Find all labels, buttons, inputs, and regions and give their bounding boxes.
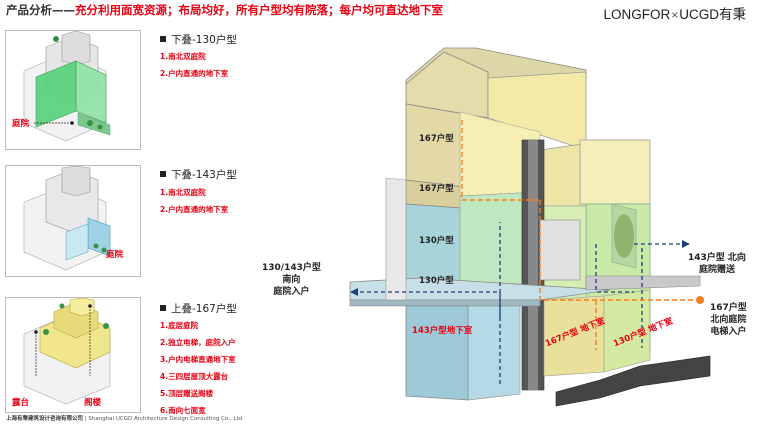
type-title-text: 下叠-130户型 — [171, 34, 237, 46]
type-title-130: 下叠-130户型 — [160, 32, 237, 47]
thumb-130: 庭院 — [5, 30, 141, 150]
floor-label-130-a: 130户型 — [419, 236, 454, 246]
note-right-top-line1: 143户型 北向 — [688, 253, 746, 263]
note-right-top-line2: 庭院赠送 — [698, 265, 735, 275]
thumb-tag-terrace: 露台 — [12, 398, 30, 408]
type-title-143: 下叠-143户型 — [160, 167, 237, 182]
floor-label-167-a: 167户型 — [419, 134, 454, 144]
feature-130-1: 1.南北双庭院 — [160, 52, 206, 61]
note-left-line3: 庭院入户 — [273, 287, 310, 297]
feature-167-6: 6.南向七面宽 — [160, 406, 206, 415]
feature-130-2: 2.户内直通的地下室 — [160, 69, 229, 78]
note-left: 130/143户型 南向 庭院入户 — [262, 262, 321, 298]
note-left-line1: 130/143户型 — [262, 263, 321, 273]
bullet-square-icon — [160, 305, 166, 311]
logo-longfor: LONGFOR — [603, 7, 671, 22]
title-prefix: 产品分析—— — [6, 3, 75, 17]
thumb-143: 庭院 — [5, 165, 141, 277]
note-left-line2: 南向 — [282, 275, 301, 285]
floor-label-167-b: 167户型 — [419, 184, 454, 194]
feature-167-3: 3.户内电梯直通地下室 — [160, 355, 236, 364]
feature-167-1: 1.底层庭院 — [160, 321, 199, 330]
brand-logo: LONGFOR×UCGD有秉 — [603, 3, 746, 23]
title-highlight: 充分利用面宽资源；布局均好，所有户型均有院落；每户均可直达地下室 — [75, 3, 443, 17]
note-right-bottom-line1: 167户型 — [710, 303, 747, 313]
thumb-tag-attic: 阁楼 — [84, 398, 102, 408]
bullet-square-icon — [160, 36, 166, 42]
note-right-bottom: 167户型 北向庭院 电梯入户 — [710, 302, 747, 338]
type-title-167: 上叠-167户型 — [160, 301, 237, 316]
footer: 上海有秉建筑设计咨询有限公司 | Shanghai UCGD Architect… — [6, 414, 244, 422]
bullet-square-icon — [160, 171, 166, 177]
note-right-bottom-line3: 电梯入户 — [710, 327, 747, 337]
feature-143-2: 2.户内直通的地下室 — [160, 205, 229, 214]
logo-ucgd: UCGD有秉 — [679, 7, 746, 22]
footer-separator: | — [84, 416, 87, 422]
thumb-tag-courtyard-1: 庭院 — [12, 119, 30, 129]
floor-label-130-b: 130户型 — [419, 276, 454, 286]
thumb-tag-courtyard-2: 庭院 — [106, 250, 124, 260]
thumb-130-drawing — [23, 30, 111, 142]
feature-167-4: 4.三四层屋顶大露台 — [160, 372, 229, 381]
footer-company: 上海有秉建筑设计咨询有限公司 — [6, 416, 84, 422]
basement-label-143: 143户型地下室 — [412, 326, 473, 336]
thumb-143-drawing — [23, 165, 111, 271]
section-diagram — [349, 47, 711, 407]
feature-167-2: 2.独立电梯，庭院入户 — [160, 338, 236, 347]
logo-separator: × — [671, 8, 679, 22]
note-right-top: 143户型 北向 庭院赠送 — [688, 252, 746, 276]
thumb-167-drawing — [23, 297, 111, 405]
type-title-text: 下叠-143户型 — [171, 169, 237, 181]
note-right-bottom-line2: 北向庭院 — [710, 315, 747, 325]
feature-167-5: 5.顶层赠送阁楼 — [160, 389, 214, 398]
feature-143-1: 1.南北双庭院 — [160, 188, 206, 197]
page-title: 产品分析——充分利用面宽资源；布局均好，所有户型均有院落；每户均可直达地下室 — [6, 2, 443, 18]
thumb-167: 露台 阁楼 — [5, 297, 141, 413]
type-title-text: 上叠-167户型 — [171, 303, 237, 315]
footer-company-en: Shanghai UCGD Architecture Design Consul… — [88, 416, 244, 422]
